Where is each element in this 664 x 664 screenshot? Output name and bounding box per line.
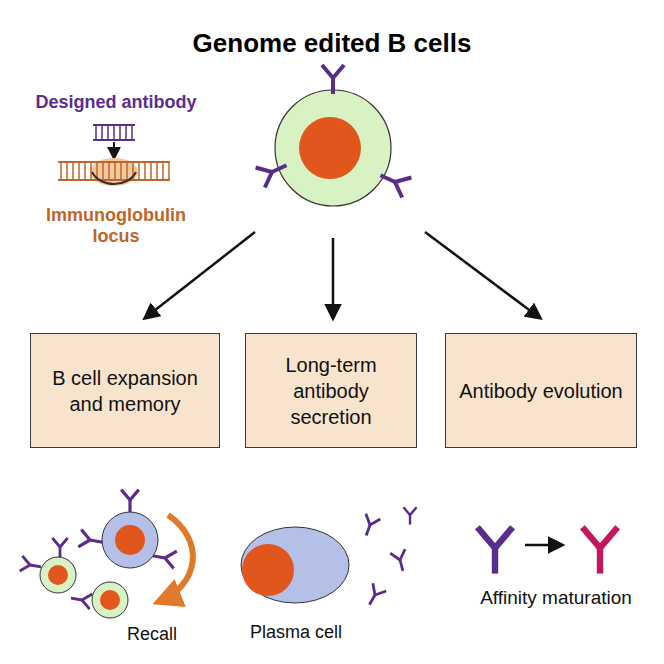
antibody-icon (52, 538, 67, 558)
memory-cells (40, 512, 193, 618)
arrow (425, 232, 540, 318)
antibody-icon (359, 514, 380, 538)
antibody-icon (78, 530, 104, 551)
arrow (525, 544, 562, 547)
arrow (145, 232, 255, 318)
antibody-icon (376, 165, 412, 197)
label: Plasma cell (250, 622, 342, 643)
antibody-icon (70, 590, 93, 609)
antibody-icon (20, 556, 43, 575)
title: Genome edited B cells (0, 28, 664, 59)
antibody-icon (121, 490, 139, 513)
box-text: Antibody evolution (459, 378, 622, 404)
label: Designed antibody (35, 92, 196, 113)
plasma-cell (241, 527, 349, 603)
label: Immunoglobulin locus (41, 205, 191, 246)
box-text: B cell expansion and memory (41, 365, 209, 417)
dna-illustration (58, 125, 170, 186)
process-box: B cell expansion and memory (30, 333, 220, 448)
label: Recall (127, 624, 177, 645)
antibody-icon (322, 65, 344, 94)
antibody-icon (363, 583, 386, 608)
antibody-icon (477, 527, 512, 573)
antibody-icon (390, 549, 410, 573)
antibody-icon (256, 155, 292, 187)
process-box: Long-term antibody secretion (245, 333, 417, 448)
process-box: Antibody evolution (445, 333, 637, 448)
label: Affinity maturation (480, 587, 632, 609)
b-cell (275, 90, 391, 206)
arrow (332, 238, 335, 318)
antibody-icon (403, 507, 416, 524)
box-text: Long-term antibody secretion (256, 352, 406, 430)
antibody-icon (582, 527, 617, 573)
